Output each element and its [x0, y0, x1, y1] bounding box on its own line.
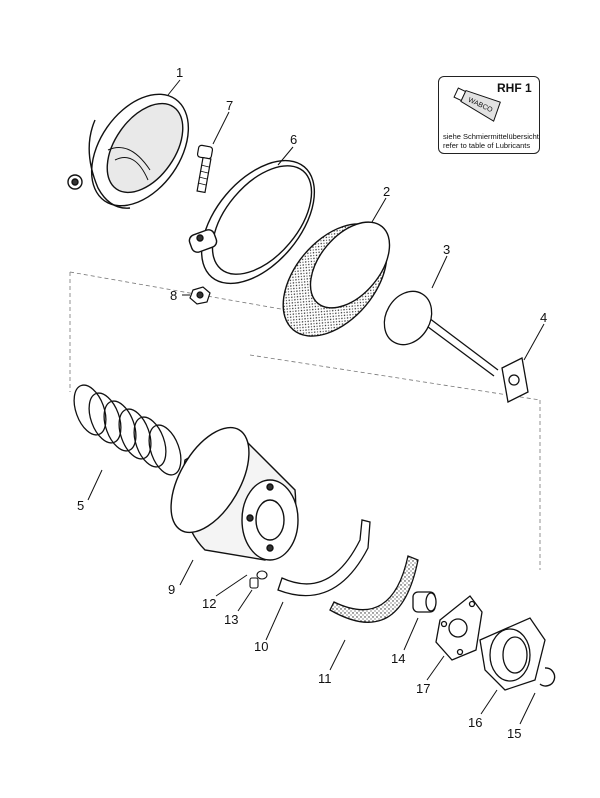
- callout-17: 17: [416, 681, 430, 696]
- part-15-circlip: [539, 667, 556, 687]
- callout-numbers: 1 7 6 2 3 4 8 5 9 12 13 10 11 14 17 16 1…: [77, 65, 547, 741]
- part-3-push-rod: [383, 290, 499, 377]
- part-7-bolt: [196, 144, 214, 194]
- callout-14: 14: [391, 651, 405, 666]
- callout-1: 1: [176, 65, 183, 80]
- callout-9: 9: [168, 582, 175, 597]
- part-2-diaphragm: [282, 221, 391, 337]
- callout-15: 15: [507, 726, 521, 741]
- part-1-housing-cover: [67, 93, 190, 209]
- part-10-strap: [277, 519, 371, 597]
- callout-6: 6: [290, 132, 297, 147]
- callout-7: 7: [226, 98, 233, 113]
- lubricant-reference-box: WABCO RHF 1 siehe Schmiermittelübersicht…: [438, 76, 540, 154]
- callout-16: 16: [468, 715, 482, 730]
- part-12-washer: [256, 570, 268, 580]
- part-14-bushing: [412, 591, 437, 613]
- callout-2: 2: [383, 184, 390, 199]
- callout-8: 8: [170, 288, 177, 303]
- assembly-guide-lines: [69, 271, 541, 570]
- part-13-screw: [249, 577, 259, 589]
- part-11-friction-band: [329, 555, 419, 623]
- part-5-spring: [73, 384, 182, 476]
- callout-11: 11: [318, 671, 332, 686]
- callout-4: 4: [540, 310, 547, 325]
- part-4-plate: [501, 357, 529, 403]
- part-9-housing-body: [170, 426, 299, 561]
- callout-13: 13: [224, 612, 238, 627]
- callout-12: 12: [202, 596, 216, 611]
- callout-10: 10: [254, 639, 268, 654]
- part-16-flange: [479, 617, 546, 691]
- lubricant-tube-icon: WABCO: [453, 87, 501, 122]
- lubricant-note-german: siehe Schmiermittelübersicht: [443, 132, 539, 141]
- callout-5: 5: [77, 498, 84, 513]
- leader-lines: [87, 79, 545, 725]
- part-6-clamp-ring: [188, 159, 316, 285]
- part-17-gasket: [435, 595, 483, 661]
- callout-3: 3: [443, 242, 450, 257]
- part-8-nut: [189, 286, 211, 305]
- lubricant-note-english: refer to table of Lubricants: [443, 141, 531, 150]
- lubricant-code: RHF 1: [497, 81, 532, 95]
